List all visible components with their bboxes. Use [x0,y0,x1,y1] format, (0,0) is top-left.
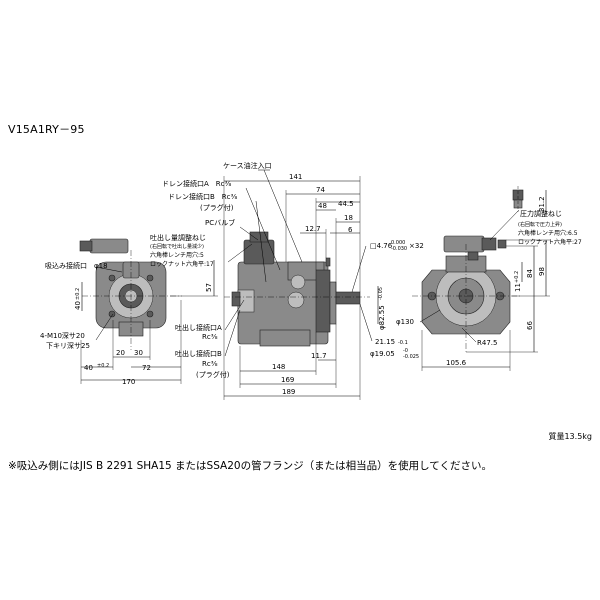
discharge-plug-label: (プラグ付) [196,370,230,379]
phi-82-55-tol: -0.05 [378,287,384,300]
dim-30: 30 [134,349,143,357]
dim-11-2: 11 [514,283,522,292]
center-view [224,231,370,347]
dim-66: 66 [526,321,534,330]
drill-label: 下キリ深サ25 [46,341,90,350]
drain-a-label: ドレン接続口A Rc⅜ [162,179,232,188]
lock-nut-17: ロックナット六角平:17 [150,260,214,268]
dim-189: 189 [282,388,295,396]
left-view [79,238,218,384]
dim-44-5: 44.5 [338,200,354,208]
lock-nut-27: ロックナット六角平:27 [518,238,582,246]
drain-plug-label: (プラグ付) [200,203,234,212]
left-adjust-handle [89,238,129,254]
discharge-b-rc: Rc⅜ [202,360,218,368]
key-dim: □4.76 [370,242,393,250]
hex-wrench-5: 六角棒レンチ用穴:5 [150,251,204,259]
model-name: V15A1RY－95 [8,123,85,136]
dim-98: 98 [538,267,546,276]
case-oil-inlet-label: ケース油注入口 [223,161,272,170]
flow-adjust-label: 吐出し量調整ねじ [150,233,206,242]
phi-19-05: φ19.05 [370,350,395,358]
mounting-flange [315,269,331,333]
dim-57: 57 [205,283,213,292]
phi-82-55: φ82.55 [378,305,386,330]
dim-18: 18 [344,214,353,222]
flow-adjust-note: (右回転で吐出し量減少) [150,243,204,250]
discharge-a-label: 吐出し接続口A [175,323,222,332]
pressure-adjust-label: 圧力調整ねじ [520,209,562,218]
phi-19-05-tol-a: -0 [403,348,408,354]
key-tol-b: -0.030 [391,246,407,252]
m10-label: 4-M10深サ20 [40,331,85,340]
dim-40-vert-tol: ±0.2 [75,288,81,300]
right-adjust-handle [443,235,485,253]
dim-169: 169 [281,376,294,384]
suction-port-label: 吸込み接続口 φ18 [45,261,108,270]
pressure-adjust-note: (右回転で圧力上昇) [518,221,562,228]
hex-wrench-6-5: 六角棒レンチ用穴:6.5 [518,229,578,237]
dim-21-15: 21.15 [375,338,395,346]
weight-label: 質量13.5kg [548,432,592,441]
dim-21-15-tol: -0.1 [398,340,408,346]
phi-19-05-tol-b: -0.025 [403,354,419,360]
discharge-b-label: 吐出し接続口B [175,349,222,358]
drain-b-label: ドレン接続口B Rc⅜ [168,192,238,201]
footnote: ※吸込み側にはJIS B 2291 SHA15 またはSSA20の管フランジ（ま… [8,460,492,472]
key-tol-a: 0.000 [391,240,405,246]
dim-148: 148 [272,363,285,371]
dim-84: 84 [526,269,534,278]
dim-105-6: 105.6 [446,359,467,367]
dim-6: 6 [348,226,353,234]
dim-31-2: 31.2 [538,196,546,212]
dim-11-7: 11.7 [311,352,327,360]
dim-40-bottom-tol: ±0.2 [97,363,109,369]
dim-141: 141 [289,173,302,181]
right-view [412,186,524,352]
dim-74: 74 [316,186,325,194]
r47-5: R47.5 [477,339,497,347]
key-len: ×32 [409,242,424,250]
dim-12-7: 12.7 [305,225,321,233]
dim-40-bottom: 40 [84,364,93,372]
dim-20: 20 [116,349,125,357]
dim-72: 72 [142,364,151,372]
pc-valve-block [243,239,275,265]
dim-40-vert: 40 [74,301,82,310]
dim-11-2-tol: +0.2 [514,271,520,283]
discharge-a-rc: Rc⅜ [202,333,218,341]
pc-valve-label: PCバルブ [205,218,235,227]
dim-170: 170 [122,378,135,386]
phi-130: φ130 [396,318,414,326]
left-adjust-knob [79,240,93,252]
shaft [335,291,361,305]
dim-48: 48 [318,202,327,210]
